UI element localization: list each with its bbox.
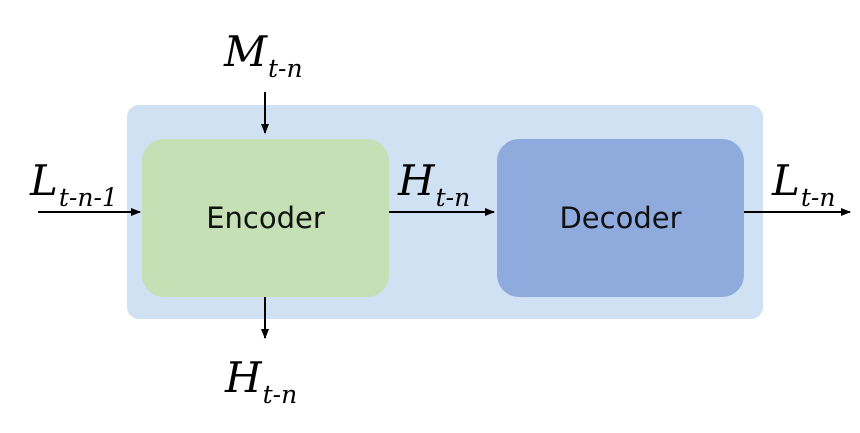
encoder-block: Encoder <box>142 139 389 297</box>
label-output-bottom: Ht-n <box>225 353 298 409</box>
decoder-label: Decoder <box>559 201 682 235</box>
label-input-left: Lt-n-1 <box>30 156 118 212</box>
label-hidden-middle: Ht-n <box>398 156 471 212</box>
label-output-right: Lt-n <box>772 156 836 212</box>
label-input-top: Mt-n <box>224 27 303 83</box>
encoder-label: Encoder <box>206 201 325 235</box>
decoder-block: Decoder <box>497 139 744 297</box>
